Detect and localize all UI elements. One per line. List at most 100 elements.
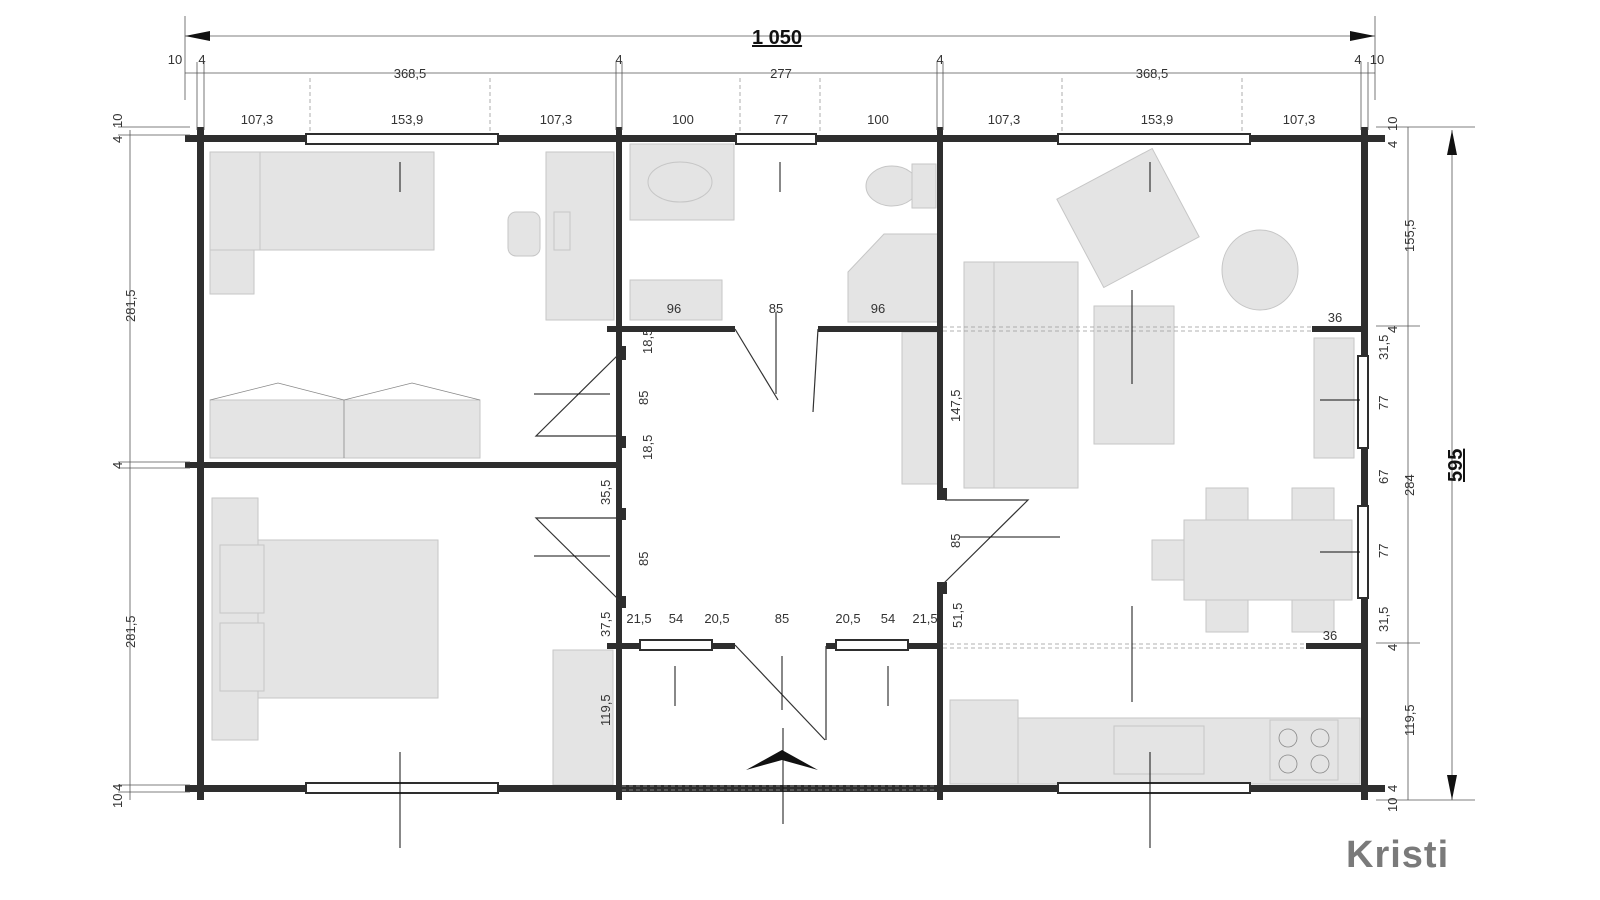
dimension-value: 85 [769,301,783,316]
sink-basin [647,161,713,203]
tv-cabinet [1313,337,1355,459]
doors [534,328,1030,741]
dimension-value: 281,5 [123,289,138,322]
dimension-value: 77 [1376,396,1391,410]
dimension-value: 107,3 [241,112,274,127]
dimension-value: 153,9 [1141,112,1174,127]
bed-pillow-right [219,622,265,692]
wall-bath-hall-left [607,326,735,332]
dimension-lines [118,16,1475,801]
window-bath-top [735,133,817,145]
dimension-value: 18,5 [640,435,655,460]
armchair [1056,147,1200,289]
windows [305,133,1369,794]
desk-chair [507,211,541,257]
coffee-table [1093,305,1175,445]
hob-ring-1 [1278,728,1298,748]
dimension-value: 4 [1354,52,1361,67]
wall-between-bedrooms [185,462,622,468]
dimension-value: 100 [867,112,889,127]
hob-ring-3 [1278,754,1298,774]
dimension-value: 96 [871,301,885,316]
dimension-value: 36 [1328,310,1342,325]
lounge-chair [1221,229,1299,311]
door-living [939,499,1030,588]
dimension-labels: 1 050 595 10 4 368,5 4 277 4 368,5 4 10 … [110,27,1467,812]
dimension-value: 85 [948,534,963,548]
dimension-value: 31,5 [1376,607,1391,632]
dining-chair-3 [1205,599,1249,633]
bed-pillow-left [219,544,265,614]
drafting-line [1447,130,1457,155]
wardrobe-2 [552,649,614,786]
hob-ring-2 [1310,728,1330,748]
bed-pillow [209,151,261,251]
openings [622,326,1312,791]
window-hall-left [639,639,713,651]
dimension-value: 67 [1376,470,1391,484]
dimension-value: 37,5 [598,612,613,637]
dimension-value: 107,3 [988,112,1021,127]
dimension-value: 119,5 [598,694,613,726]
window-living-top [1057,133,1251,145]
bath-cabinet [629,279,723,321]
dimension-value: 100 [672,112,694,127]
door-bathroom-left [734,328,779,401]
dimension-value: 4 [110,462,125,469]
furniture [209,143,1361,786]
toilet-tank [911,163,937,209]
dimension-value: 85 [636,391,651,405]
total-depth-label: 595 [1445,449,1467,482]
window-bed2-bottom [305,782,499,794]
hob-ring-4 [1310,754,1330,774]
dimension-value: 4 [110,784,125,791]
drafting-line [1350,31,1375,41]
window-bed1-top [305,133,499,145]
wardrobe [209,399,481,459]
jamb-2 [616,436,626,448]
jamb-5 [937,488,947,500]
dimension-value: 277 [770,66,792,81]
dimension-value: 54 [669,611,683,626]
dimension-value: 4 [615,52,622,67]
dimension-value: 107,3 [1283,112,1316,127]
dimension-value: 284 [1402,474,1417,496]
window-living-right-1 [1357,355,1369,449]
dimension-value: 368,5 [394,66,427,81]
wardrobe-roof [209,382,481,401]
sideboard [901,331,943,485]
sofa-back [963,261,995,489]
dimension-value: 4 [1385,644,1400,651]
dimension-value: 51,5 [950,603,965,628]
dining-chair-2 [1291,487,1335,521]
toilet-bowl [865,165,919,207]
dimension-value: 21,5 [626,611,651,626]
dimension-value: 96 [667,301,681,316]
dimension-value: 20,5 [704,611,729,626]
wall-kitchen-stub [1306,643,1368,649]
door-entry-left [734,644,826,741]
dimension-value: 85 [775,611,789,626]
dimension-value: 368,5 [1136,66,1169,81]
dimension-value: 18,5 [640,329,655,354]
brand-logo: Kristi [1346,834,1450,876]
hob [1269,719,1339,781]
jamb-6 [937,582,947,594]
dimension-value: 10 [1385,798,1400,812]
wall-bottom [185,785,1385,792]
jamb-1 [616,346,626,360]
dimension-value: 10 [1370,52,1384,67]
dimension-value: 20,5 [835,611,860,626]
dimension-value: 85 [636,552,651,566]
section-lines [399,162,1360,848]
dimension-value: 10 [168,52,182,67]
dimension-value: 4 [110,136,125,143]
jamb-4 [616,596,626,608]
dimension-value: 54 [881,611,895,626]
dimension-value: 107,3 [540,112,573,127]
door-bedroom2 [534,517,621,602]
dimension-value: 36 [1323,628,1337,643]
dimension-value: 4 [936,52,943,67]
dining-chair-5 [1151,539,1185,581]
